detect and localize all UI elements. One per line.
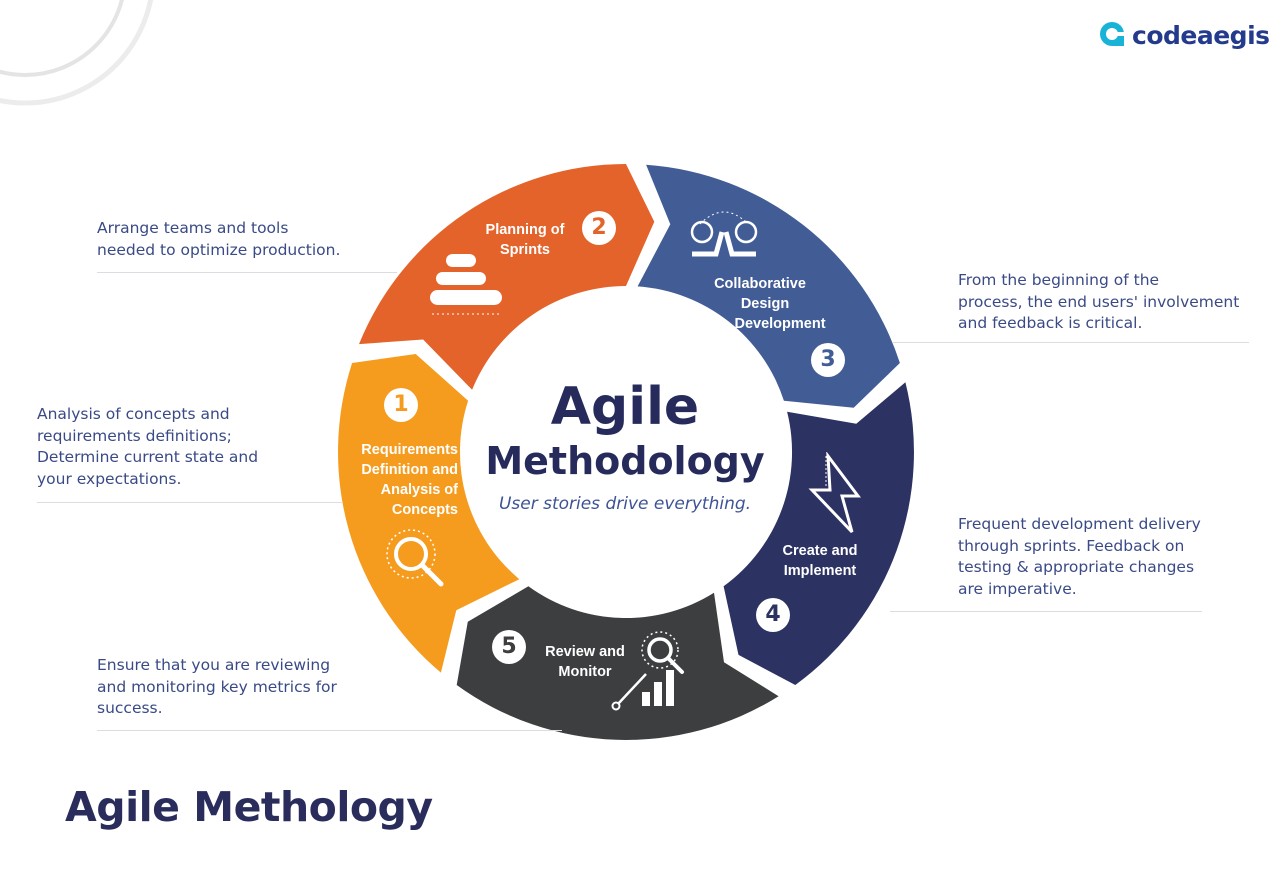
description-line: and monitoring key metrics for [97,677,337,696]
center-title-agile: Agile [550,377,700,437]
label-line: Sprints [500,242,550,258]
description-line: Frequent development delivery [958,515,1201,533]
ring-segment-1 [338,354,520,673]
label-line: Monitor [558,664,612,680]
segment-label-planning: Planning of Sprints [470,220,580,260]
segment-label-collaborative: Collaborative Design Development [700,274,850,334]
segment-label-review: Review and Monitor [530,642,640,682]
description-line: testing & appropriate changes [958,558,1195,576]
description-line: requirements definitions; [37,426,232,445]
segment-label-create: Create and Implement [755,541,885,581]
collaboration-icon [690,211,758,257]
segment-label-requirements: Requirements Definition and Analysis of … [338,440,458,520]
page-title: Agile Methology [65,783,433,831]
label-line: Definition and [361,462,458,478]
stack-icon [430,254,502,315]
step-number-3: 3 [811,343,845,377]
description-line: From the beginning of the [958,271,1160,289]
logo-mark-icon [1100,22,1124,46]
label-line: Review and [545,644,625,660]
codeaegis-logo: codeaegis [1098,20,1270,50]
decorative-circle-inner [0,0,124,77]
center-title-methodology: Methodology [485,439,765,483]
description-line: Determine current state and [37,448,259,466]
logo-text: codeaegis [1132,20,1270,50]
label-line: Concepts [391,502,458,518]
description-planning: Arrange teams and tools needed to optimi… [97,218,340,261]
description-line: are imperative. [958,579,1077,598]
label-line: Development [734,316,826,332]
label-line: Create and [782,543,858,559]
ring-segment-2 [359,164,655,390]
growth-chart-icon [611,631,684,711]
description-line: and feedback is critical. [958,314,1143,332]
ring-segment-5 [456,586,779,740]
step-number-4: 4 [756,598,790,632]
description-create: Frequent development delivery through sp… [958,514,1201,600]
divider [893,342,1249,343]
description-line: process, the end users' involvement [958,292,1240,311]
step-number-1: 1 [384,388,418,422]
label-line: Planning of [485,222,565,238]
divider [97,730,562,731]
description-line: through sprints. Feedback on [958,536,1185,555]
label-line: Design [740,296,790,312]
divider [890,611,1202,612]
divider [37,502,342,503]
description-requirements: Analysis of concepts and requirements de… [37,404,258,490]
label-line: Implement [783,563,857,579]
lightning-icon [808,452,861,534]
step-number-5: 5 [492,630,526,664]
divider [97,272,397,273]
description-collaborative: From the beginning of the process, the e… [958,270,1239,335]
description-line: needed to optimize production. [97,240,341,259]
description-review: Ensure that you are reviewing and monito… [97,655,337,720]
label-line: Collaborative [714,276,806,292]
description-line: Arrange teams and tools [97,219,289,237]
step-number-2: 2 [582,211,616,245]
magnifier-icon [386,529,444,587]
label-line: Analysis of [380,482,458,498]
description-line: success. [97,699,163,717]
decorative-circle-outer [0,0,154,106]
description-line: Analysis of concepts and [37,405,230,423]
description-line: Ensure that you are reviewing [97,656,331,674]
description-line: your expectations. [37,469,182,488]
center-tagline: User stories drive everything. [498,494,752,514]
label-line: Requirements [361,442,458,458]
